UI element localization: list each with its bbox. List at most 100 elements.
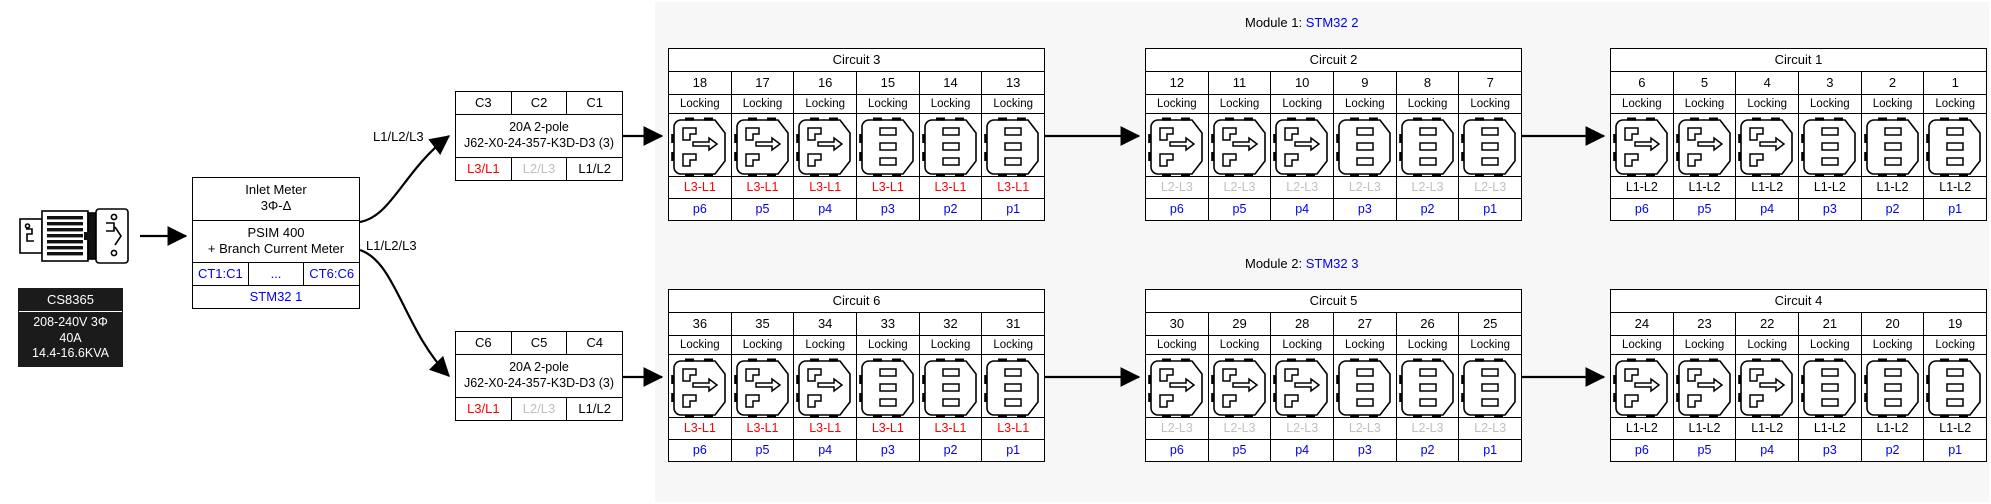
outlet-port: p1	[1483, 202, 1498, 216]
c19-locking-outlet-icon[interactable]	[1209, 114, 1272, 177]
c19-locking-outlet-icon[interactable]	[794, 355, 858, 418]
outlet-type: Locking	[1799, 336, 1862, 354]
c13-locking-outlet-icon[interactable]	[1459, 355, 1521, 418]
outlet-port: p3	[857, 199, 920, 220]
c13-locking-outlet-icon[interactable]	[920, 114, 983, 177]
breaker-bottom-phase-c4: L1/L2	[578, 400, 611, 416]
outlet-type: Locking	[794, 95, 858, 113]
breaker-bottom-header-c4: C4	[586, 335, 603, 350]
outlet-port: p2	[1862, 440, 1925, 461]
c19-locking-outlet-icon[interactable]	[669, 114, 732, 177]
c19-locking-outlet-icon[interactable]	[732, 355, 795, 418]
outlet-phase: L1-L2	[1611, 418, 1674, 439]
outlet-phase: L3-L1	[857, 418, 920, 439]
outlet-phase: L2-L3	[1334, 418, 1397, 439]
c19-locking-outlet-icon[interactable]	[794, 114, 858, 177]
c19-locking-outlet-icon[interactable]	[1146, 114, 1209, 177]
outlet-type: Locking	[1611, 95, 1674, 113]
outlet-phase: L2-L3	[1209, 418, 1272, 439]
c13-locking-outlet-icon[interactable]	[1862, 355, 1925, 418]
inlet-plug-icon	[18, 205, 138, 267]
outlet-type: Locking	[732, 336, 795, 354]
inlet-meter-title-line1: Inlet Meter	[245, 182, 307, 197]
outlet-type: Locking	[1209, 95, 1272, 113]
c19-locking-outlet-icon[interactable]	[1146, 355, 1209, 418]
outlet-type: Locking	[732, 95, 795, 113]
module-2-label: Module 2:	[1245, 256, 1303, 271]
outlet-port: p4	[1736, 440, 1800, 461]
c19-locking-outlet-icon[interactable]	[1674, 114, 1737, 177]
c19-locking-outlet-icon[interactable]	[1209, 355, 1272, 418]
c13-locking-outlet-icon[interactable]	[1799, 355, 1862, 418]
c13-locking-outlet-icon[interactable]	[1334, 114, 1397, 177]
breaker-bottom-phases: L3/L1 L2/L3 L1/L2	[456, 397, 622, 420]
c19-locking-outlet-icon[interactable]	[669, 355, 732, 418]
c13-locking-outlet-icon[interactable]	[982, 355, 1044, 418]
inlet-power: 14.4-16.6KVA	[32, 346, 109, 361]
outlet-number: 10	[1271, 72, 1335, 94]
outlet-number: 3	[1799, 72, 1862, 94]
c13-locking-outlet-icon[interactable]	[1334, 355, 1397, 418]
outlet-phase: L3-L1	[732, 418, 795, 439]
breaker-top-header-c1: C1	[586, 95, 603, 110]
branch-current-meter-label: + Branch Current Meter	[207, 240, 345, 256]
outlet-phase: L1-L2	[1736, 418, 1800, 439]
c19-locking-outlet-icon[interactable]	[1736, 114, 1800, 177]
outlet-icon-row	[669, 114, 1044, 177]
breaker-top-part-number: J62-X0-24-357-K3D-D3 (3)	[463, 136, 615, 151]
outlet-number: 27	[1334, 313, 1397, 335]
breaker-bottom-header-c5: C5	[512, 332, 568, 354]
outlet-type: Locking	[1209, 336, 1272, 354]
outlet-phase: L2-L3	[1334, 177, 1397, 198]
c19-locking-outlet-icon[interactable]	[1611, 355, 1674, 418]
c19-locking-outlet-icon[interactable]	[1271, 355, 1335, 418]
outlet-port: p4	[1271, 440, 1335, 461]
c19-locking-outlet-icon[interactable]	[1674, 355, 1737, 418]
c19-locking-outlet-icon[interactable]	[1611, 114, 1674, 177]
breaker-top-headers: C3 C2 C1	[456, 92, 622, 115]
c13-locking-outlet-icon[interactable]	[1924, 355, 1986, 418]
outlet-number: 11	[1209, 72, 1272, 94]
c13-locking-outlet-icon[interactable]	[1799, 114, 1862, 177]
c13-locking-outlet-icon[interactable]	[1924, 114, 1986, 177]
outlet-port: p4	[1736, 199, 1800, 220]
breaker-bottom-rating: 20A 2-pole	[509, 360, 569, 374]
outlet-phase: L3-L1	[669, 418, 732, 439]
c19-locking-outlet-icon[interactable]	[1271, 114, 1335, 177]
c19-locking-outlet-icon[interactable]	[732, 114, 795, 177]
c13-locking-outlet-icon[interactable]	[857, 114, 920, 177]
c19-locking-outlet-icon[interactable]	[1736, 355, 1800, 418]
outlet-number: 19	[1947, 316, 1963, 331]
outlet-number: 22	[1736, 313, 1800, 335]
breaker-top-spec: 20A 2-pole J62-X0-24-357-K3D-D3 (3)	[456, 115, 622, 158]
outlet-number: 23	[1674, 313, 1737, 335]
breaker-top-phase-c1: L1/L2	[578, 160, 611, 176]
breaker-bottom-spec: 20A 2-pole J62-X0-24-357-K3D-D3 (3)	[456, 355, 622, 398]
outlet-port: p4	[1271, 199, 1335, 220]
c13-locking-outlet-icon[interactable]	[920, 355, 983, 418]
c13-locking-outlet-icon[interactable]	[1862, 114, 1925, 177]
c13-locking-outlet-icon[interactable]	[1397, 355, 1460, 418]
outlet-port: p4	[794, 440, 858, 461]
outlet-port: p5	[732, 199, 795, 220]
outlet-port: p3	[857, 440, 920, 461]
circuit-title: Circuit 1	[1611, 49, 1986, 72]
outlet-number: 9	[1334, 72, 1397, 94]
module-1-label: Module 1:	[1245, 15, 1303, 30]
outlet-number: 32	[920, 313, 983, 335]
c13-locking-outlet-icon[interactable]	[857, 355, 920, 418]
c13-locking-outlet-icon[interactable]	[1459, 114, 1521, 177]
outlet-type: Locking	[1146, 336, 1209, 354]
c13-locking-outlet-icon[interactable]	[1397, 114, 1460, 177]
outlet-port: p4	[794, 199, 858, 220]
outlet-phase: L1-L2	[1674, 418, 1737, 439]
outlet-port: p3	[1799, 440, 1862, 461]
outlet-type: Locking	[1397, 95, 1460, 113]
breaker-top-phases: L3/L1 L2/L3 L1/L2	[456, 157, 622, 180]
c13-locking-outlet-icon[interactable]	[982, 114, 1044, 177]
